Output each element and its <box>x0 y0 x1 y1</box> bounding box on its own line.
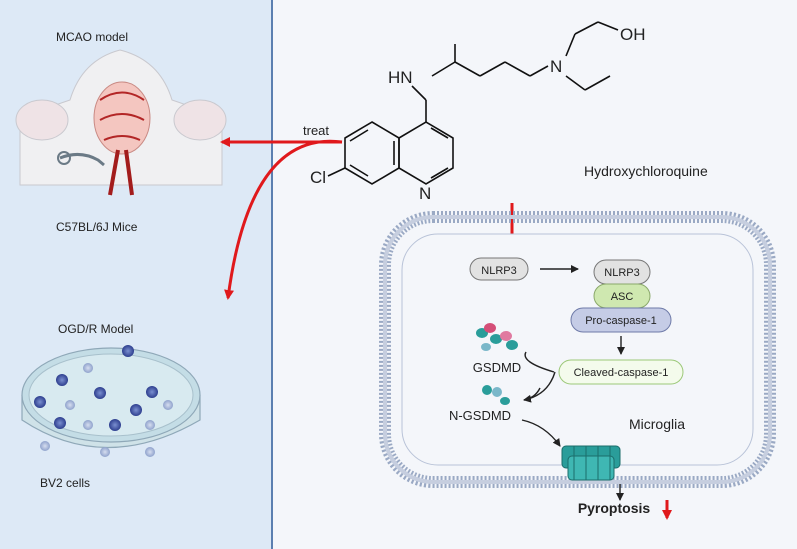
pore-formation-arrow <box>521 419 561 447</box>
pyroptosis-label: Pyroptosis <box>578 500 651 516</box>
ogdr-model-label: OGD/R Model <box>58 322 133 336</box>
mouse-head-illustration <box>15 49 227 196</box>
gsdmd-label: GSDMD <box>473 360 521 375</box>
bv2-cells-label: BV2 cells <box>40 476 90 490</box>
amine-n-atom-label: N <box>550 57 562 76</box>
treat-arrow-cells <box>224 139 343 300</box>
gsdmd-protein-icon <box>476 323 518 351</box>
nlrp3-label: NLRP3 <box>481 265 516 277</box>
molecule-name-label: Hydroxychloroquine <box>584 163 708 179</box>
treat-label: treat <box>303 123 329 138</box>
nlrp3-node <box>469 257 529 281</box>
cleaved-caspase-node <box>558 359 684 385</box>
procaspase-node <box>570 307 672 333</box>
hydroxychloroquine-structure <box>327 21 619 185</box>
asc-label: ASC <box>611 291 634 303</box>
oh-atom-label: OH <box>620 25 646 44</box>
n-gsdmd-protein-icon <box>482 385 510 405</box>
ring-n-atom-label: N <box>419 184 431 203</box>
petri-dish-illustration <box>21 345 201 457</box>
microglia-label: Microglia <box>629 416 685 432</box>
nlrp3-complex-label: NLRP3 <box>604 267 639 279</box>
mcao-model-label: MCAO model <box>56 30 128 44</box>
n-gsdmd-label: N-GSDMD <box>449 408 511 423</box>
mice-label: C57BL/6J Mice <box>56 220 138 234</box>
procaspase-label: Pro-caspase-1 <box>585 315 657 327</box>
cl-atom-label: Cl <box>310 168 326 187</box>
cleaved-caspase-label: Cleaved-caspase-1 <box>574 367 669 379</box>
microglia-membrane <box>379 211 776 488</box>
gsdmd-pore-icon <box>561 445 621 481</box>
hn-atom-label: HN <box>388 68 413 87</box>
